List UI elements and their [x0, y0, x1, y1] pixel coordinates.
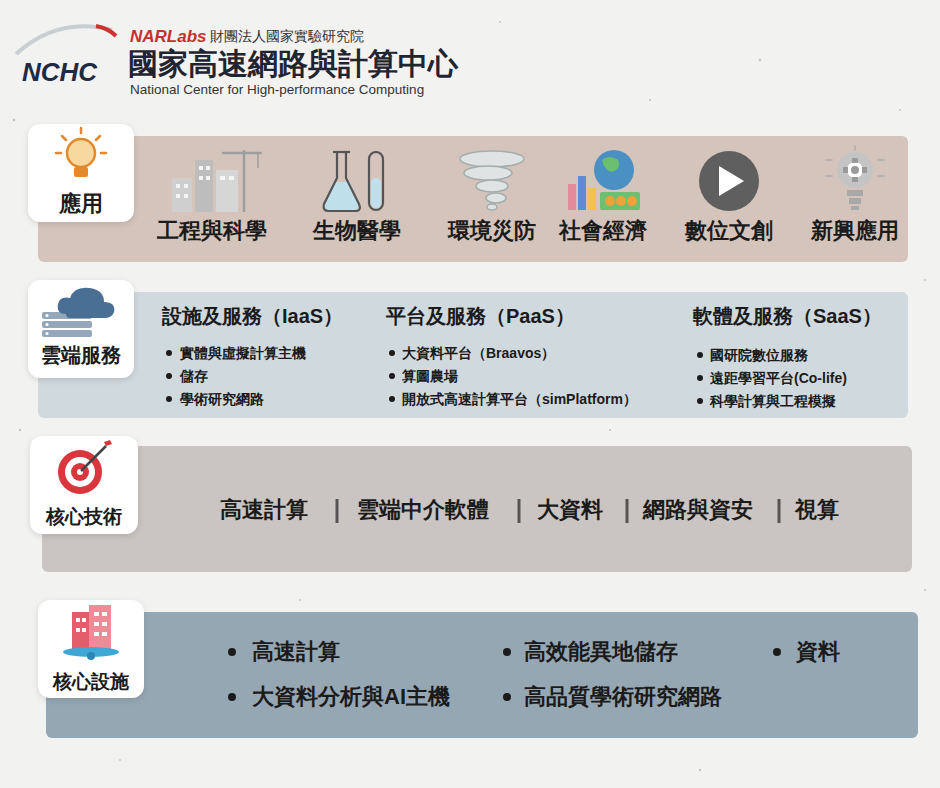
application-band: 工程與科學 生物醫學 環境災防社會經濟 數位文創 新興應用 應用 [38, 136, 908, 262]
category-label-box: 雲端服務 [28, 280, 134, 378]
target-icon [58, 440, 112, 494]
application-item: 生物醫學 [313, 218, 401, 244]
cloud-server-icon [42, 288, 114, 337]
english-name: National Center for High-performance Com… [130, 82, 424, 98]
technology-item: 網路與資安 [643, 497, 753, 523]
technology-item: 視算 [795, 497, 839, 523]
bullet-item: 實體與虛擬計算主機 [180, 345, 306, 362]
category-label-box: 應用 [28, 124, 134, 222]
play-icon [699, 151, 759, 211]
application-item: 數位文創 [685, 218, 773, 244]
technology-item: 雲端中介軟體 [357, 497, 489, 523]
gear-bulb-icon [826, 146, 884, 210]
brand-text: NARLabs [130, 27, 207, 47]
facility-item: 高效能異地儲存 [524, 639, 678, 665]
lightbulb-icon [56, 128, 106, 177]
facility-item: 資料 [796, 639, 840, 665]
flask-icon [324, 152, 383, 211]
service-heading: 設施及服務（IaaS） [162, 304, 343, 328]
application-item: 環境災防 [448, 218, 536, 244]
economy-icon [568, 150, 640, 210]
technology-item: 高速計算 [220, 497, 308, 523]
application-item: 社會經濟 [559, 218, 647, 244]
category-label: 核心技術 [46, 506, 122, 529]
tornado-icon [460, 151, 524, 210]
category-label: 雲端服務 [41, 343, 121, 367]
bullets [166, 350, 781, 701]
bullet-item: 開放式高速計算平台（simPlatform） [402, 391, 637, 408]
core-technology-band: 高速計算 雲端中介軟體 大資料 網路與資安 視算 核心技術 [42, 446, 912, 572]
technology-item: 大資料 [537, 497, 603, 523]
facility-item: 高品質學術研究網路 [524, 684, 722, 710]
separators [337, 499, 779, 523]
category-label-box: 核心技術 [30, 436, 138, 534]
buildings-icon [172, 150, 262, 212]
bullet-item: 算圖農場 [402, 368, 458, 385]
application-item: 新興應用 [811, 218, 899, 244]
speckles [13, 21, 926, 771]
logo-accent [96, 26, 116, 36]
logo-text: NCHC [22, 57, 97, 88]
institute-name: 財團法人國家實驗研究院 [210, 28, 364, 45]
category-label: 應用 [59, 191, 103, 217]
application-item: 工程與科學 [157, 218, 267, 244]
bullet-item: 國研院數位服務 [710, 347, 808, 364]
cloud-service-band: 設施及服務（IaaS） 實體與虛擬計算主機儲存學術研究網路 平台及服務（PaaS） 大… [38, 292, 908, 418]
title: 國家高速網路與計算中心 [128, 46, 458, 82]
facility-item: 高速計算 [252, 639, 340, 665]
service-heading: 軟體及服務（SaaS） [693, 304, 882, 328]
bullet-item: 學術研究網路 [180, 391, 264, 408]
logo-swoosh [16, 26, 112, 54]
bullet-item: 大資料平台（Braavos） [402, 345, 555, 362]
bullet-item: 科學計算與工程模擬 [710, 393, 836, 410]
category-label: 核心設施 [53, 671, 129, 694]
bullet-item: 遠距學習平台(Co-life) [710, 370, 847, 387]
facility-item: 大資料分析與AI主機 [252, 684, 450, 710]
service-heading: 平台及服務（PaaS） [386, 304, 575, 328]
core-facility-band: 高速計算 高效能異地儲存 資料大資料分析與AI主機 高品質學術研究網路 核心設施 [46, 612, 918, 738]
category-label-box: 核心設施 [38, 600, 144, 698]
bullet-item: 儲存 [180, 368, 208, 385]
facility-icon [63, 605, 119, 660]
